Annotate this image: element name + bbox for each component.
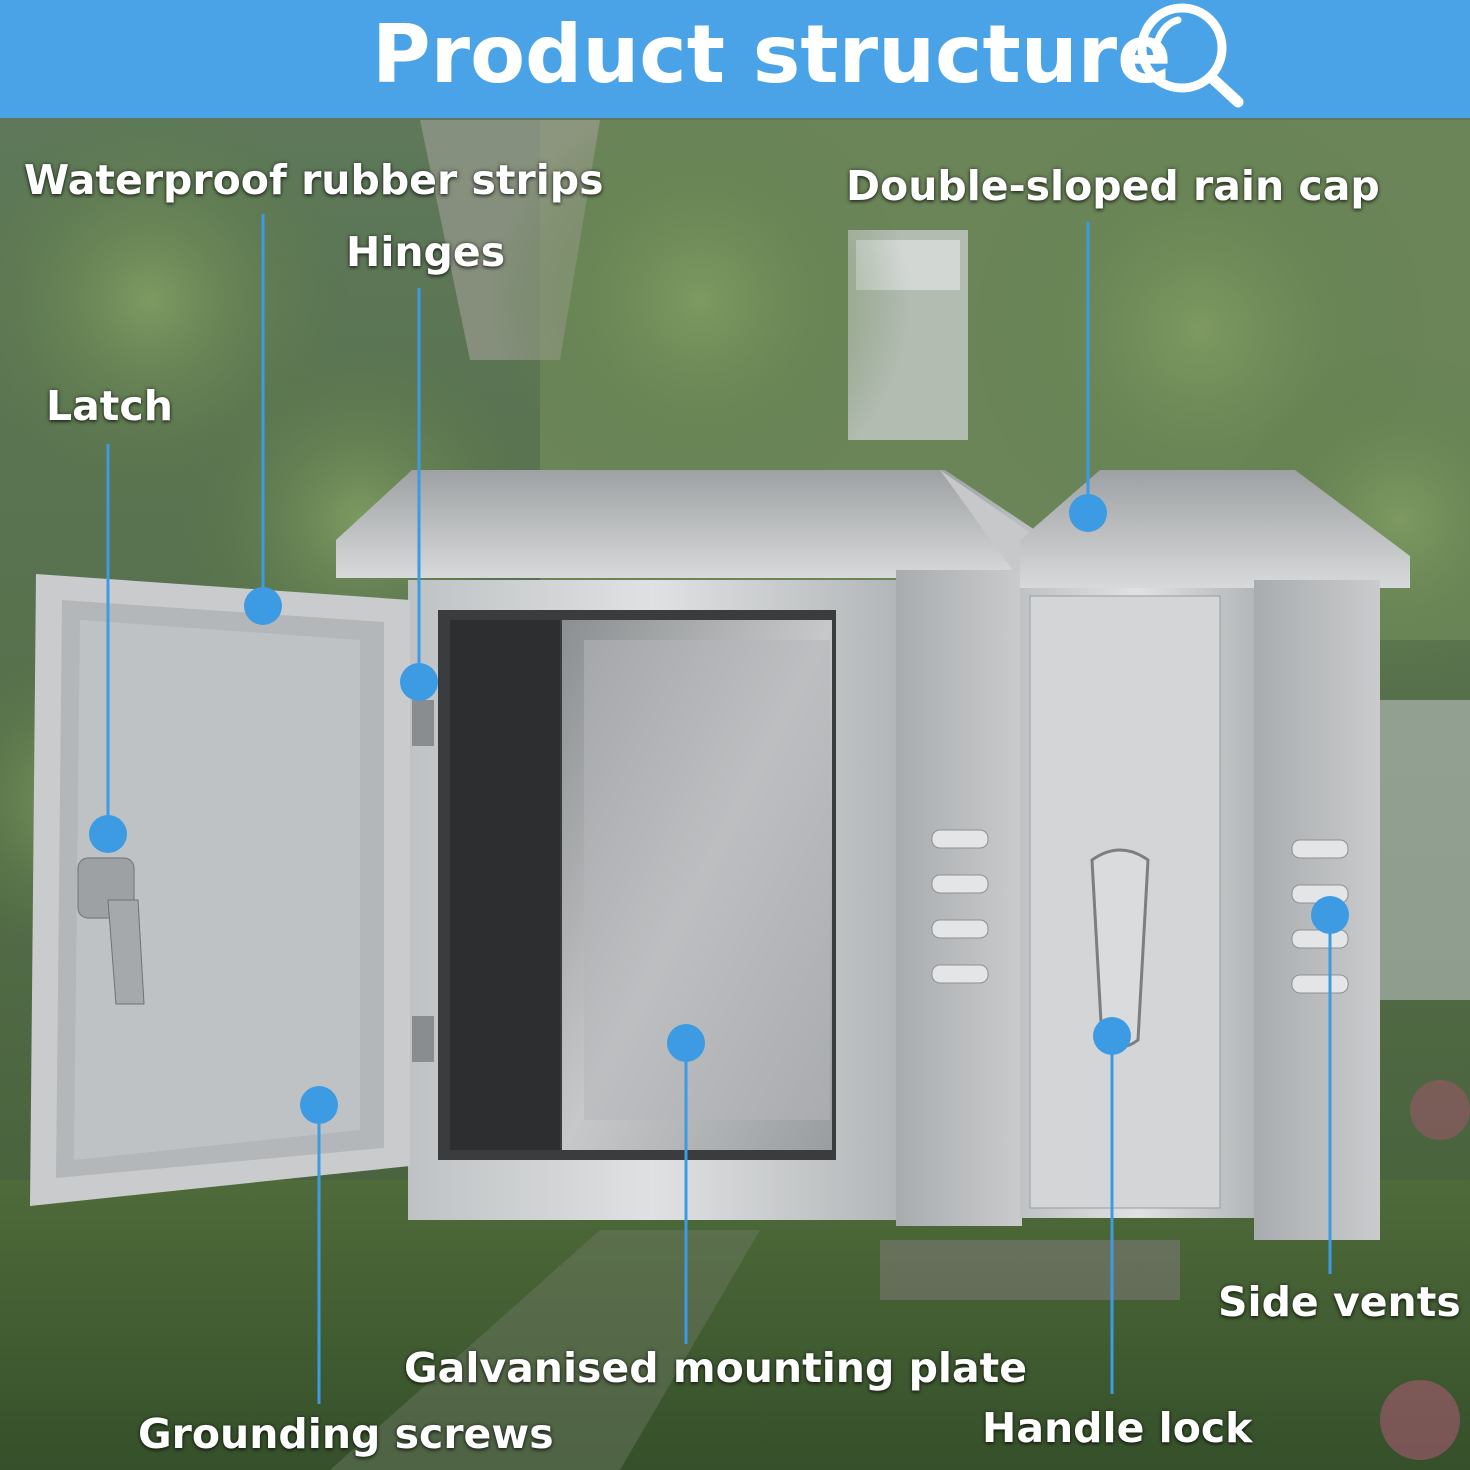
header-banner: Product structure [0, 0, 1470, 118]
label-galvanised-mounting-plate: Galvanised mounting plate [404, 1344, 1028, 1392]
label-waterproof-rubber-strips: Waterproof rubber strips [24, 156, 604, 204]
label-latch: Latch [46, 382, 173, 430]
label-grounding-screws: Grounding screws [138, 1410, 554, 1458]
label-hinges: Hinges [346, 228, 506, 276]
label-handle-lock: Handle lock [982, 1404, 1253, 1452]
magnifier-icon [1137, 3, 1244, 108]
label-double-sloped-rain-cap: Double-sloped rain cap [846, 162, 1380, 210]
label-side-vents: Side vents [1218, 1278, 1461, 1326]
page-title: Product structure [372, 8, 1172, 101]
